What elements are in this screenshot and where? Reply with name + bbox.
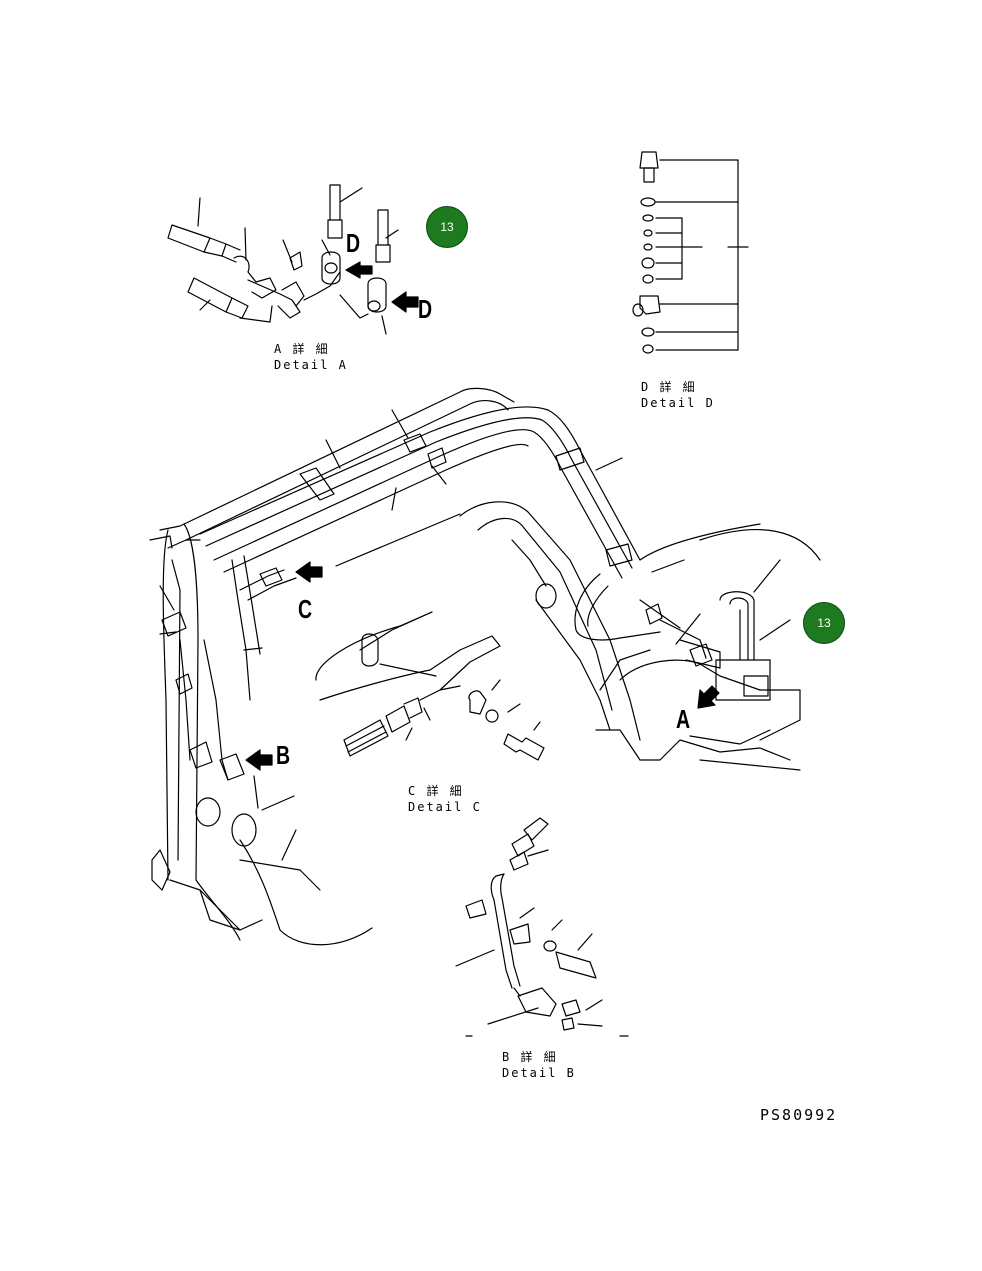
detail-d-label-en: Detail D [641,396,715,410]
reference-badge-right[interactable]: 13 [803,602,845,644]
detail-a-drawing [167,184,419,335]
drawing-code: PS80992 [760,1106,838,1124]
callout-b: B [276,740,291,770]
detail-b-drawing [455,817,629,1037]
detail-c-drawing [315,611,545,761]
detail-b-label-jp: B 詳 細 [502,1050,558,1064]
detail-d-drawing [632,151,749,354]
detail-d-label-jp: D 詳 細 [641,380,697,394]
reference-badge-top[interactable]: 13 [426,206,468,248]
callout-c: C [298,594,313,624]
boom-assembly-drawing [149,387,821,946]
detail-c-label-jp: C 詳 細 [408,784,464,798]
detail-c-label-en: Detail C [408,800,482,814]
callout-a: A [676,704,691,734]
detail-a-label-en: Detail A [274,358,348,372]
callout-d-upper: D [346,228,361,258]
callout-d-lower: D [418,294,433,324]
detail-a-label-jp: A 詳 細 [274,342,330,356]
detail-b-label-en: Detail B [502,1066,576,1080]
